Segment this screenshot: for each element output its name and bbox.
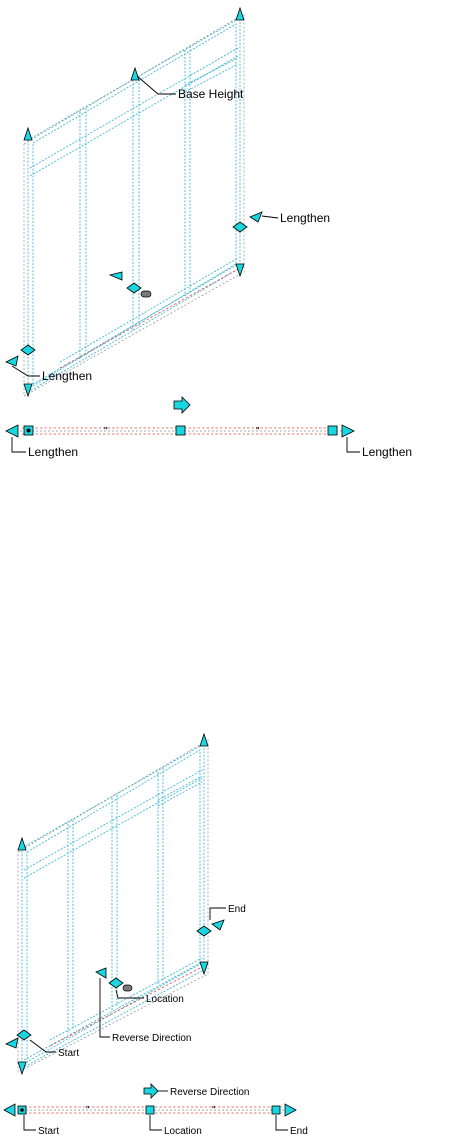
reverse-direction-arrow-icon[interactable]	[108, 271, 123, 281]
right-down-grip[interactable]	[235, 263, 245, 278]
reverse-direction-label: Reverse Direction	[112, 1033, 191, 1044]
start-label: Start	[58, 1048, 79, 1059]
plan-reverse-direction-arrow-icon-2[interactable]	[143, 1083, 159, 1099]
plan-location-square-grip[interactable]	[175, 425, 186, 436]
plan-tick-3: "	[86, 1105, 90, 1116]
plan-location-grip-2[interactable]	[145, 1105, 155, 1115]
base-height-label: Base Height	[178, 87, 244, 101]
plan-reverse-direction-arrow-icon[interactable]	[173, 396, 191, 414]
plan-end-arrow-icon[interactable]	[284, 1103, 297, 1117]
start-arrow-icon	[5, 1037, 19, 1049]
bottom-left-down-grip[interactable]	[17, 1061, 27, 1076]
top-curtain-wall-isometric	[23, 13, 245, 397]
bottom-location-oval-icon	[122, 984, 133, 992]
end-arrow-icon	[211, 919, 225, 931]
left-up-grip[interactable]	[23, 126, 33, 141]
bottom-reverse-direction-arrow-icon[interactable]	[95, 967, 107, 979]
bottom-top-grip[interactable]	[199, 732, 209, 747]
location-label: Location	[146, 994, 184, 1005]
bottom-left-up-grip[interactable]	[17, 836, 27, 851]
left-down-grip[interactable]	[23, 383, 33, 398]
bottom-curtain-wall-isometric	[17, 739, 209, 1073]
plan-reverse-direction-label: Reverse Direction	[170, 1087, 249, 1098]
plan-tick-2: "	[256, 426, 260, 437]
plan-start-label: Start	[38, 1126, 59, 1137]
bottom-plan-strip: " " Reverse Direction Start Location End	[3, 1083, 308, 1137]
top-plan-strip: " " Lengthen Lengthen	[5, 396, 412, 459]
lengthen-right-diamond-grip[interactable]	[232, 221, 248, 233]
lengthen-right-label: Lengthen	[280, 211, 330, 225]
lengthen-left-diamond-grip[interactable]	[20, 344, 36, 356]
bottom-location-diamond-grip[interactable]	[108, 977, 124, 989]
end-diamond-grip[interactable]	[196, 925, 212, 937]
plan-start-arrow-icon[interactable]	[3, 1103, 16, 1117]
plan-end-label: End	[290, 1126, 308, 1137]
bottom-right-down-grip[interactable]	[199, 961, 209, 976]
plan-start-marker	[26, 428, 31, 433]
plan-end-grip-2[interactable]	[271, 1105, 281, 1115]
plan-location-label: Location	[164, 1126, 202, 1137]
plan-tick-1: "	[104, 426, 108, 437]
plan-tick-4: "	[212, 1105, 216, 1116]
plan-lengthen-left-label: Lengthen	[28, 445, 78, 459]
base-height-grip[interactable]	[130, 66, 140, 81]
lengthen-right-arrow-icon	[249, 211, 263, 223]
plan-end-square-grip[interactable]	[327, 425, 338, 436]
lengthen-left-label: Lengthen	[42, 369, 92, 383]
plan-lengthen-left-arrow-icon[interactable]	[5, 424, 19, 438]
bottom-iso-grips	[5, 732, 225, 1076]
top-lengthen-up-grip[interactable]	[235, 6, 245, 21]
plan-lengthen-right-label: Lengthen	[362, 445, 412, 459]
location-diamond-grip[interactable]	[126, 282, 142, 294]
plan-start-marker-2	[20, 1108, 24, 1112]
top-iso-labels: Base Height Lengthen Lengthen	[11, 75, 330, 383]
start-diamond-grip[interactable]	[16, 1029, 32, 1041]
bottom-iso-labels: End Location Reverse Direction Start	[29, 904, 246, 1059]
lengthen-left-arrow-icon	[5, 355, 19, 367]
reverse-direction-oval-icon	[140, 290, 152, 298]
plan-lengthen-right-arrow-icon[interactable]	[341, 424, 355, 438]
end-label: End	[228, 904, 246, 915]
top-iso-grips	[5, 6, 263, 398]
